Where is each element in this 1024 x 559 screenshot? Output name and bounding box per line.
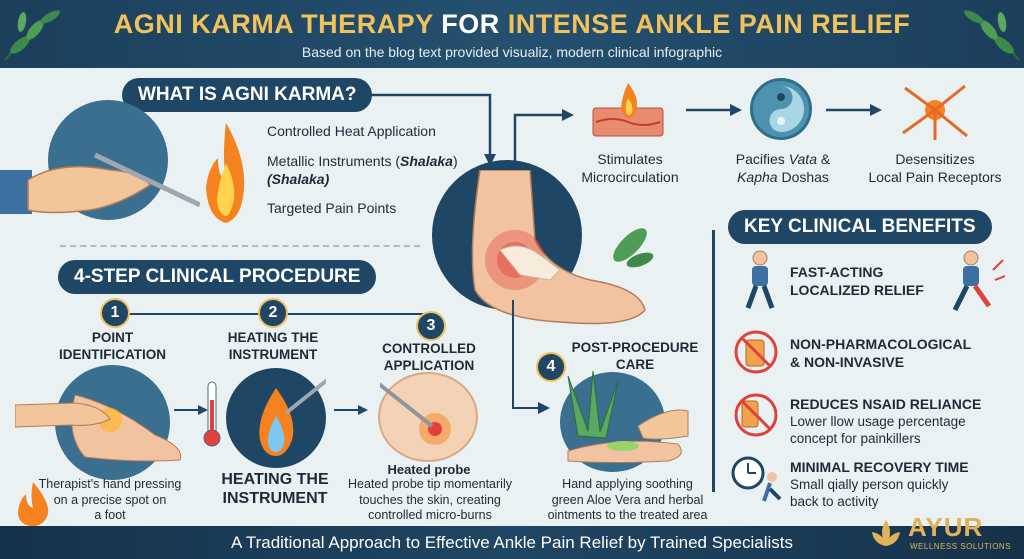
page-subtitle: Based on the blog text provided visualiz… [301, 44, 723, 60]
flame-icon [206, 123, 245, 223]
step-2-illustration [226, 368, 326, 468]
benefit-recovery: MINIMAL RECOVERY TIME Small qially perso… [790, 459, 969, 509]
thermometer-icon [203, 381, 221, 447]
arrow-right-icon [826, 104, 882, 116]
step-number-4: 4 [536, 352, 566, 382]
vata-kapha-icon [750, 78, 812, 140]
benefit-non-pharmacological: NON-PHARMACOLOGICAL& NON-INVASIVE [790, 336, 972, 370]
what-is-item-heat: Controlled Heat Application [267, 123, 436, 139]
step-3-sublabel: Heated probe [387, 462, 471, 477]
benefits-heading: KEY CLINICAL BENEFITS [728, 210, 992, 244]
runner-pain-icon [952, 250, 1005, 312]
connector-arrow-icon [512, 300, 550, 414]
running-person-icon [745, 250, 775, 309]
logo-name: AYUR [908, 512, 984, 542]
step-3-illustration [378, 372, 478, 462]
benefit-nsaid: REDUCES NSAID RELIANCE Lower llow usage … [790, 396, 982, 446]
procedure-heading: 4-STEP CLINICAL PROCEDURE [58, 260, 377, 294]
heated-probe-icon [380, 382, 451, 445]
burner-flame-icon [259, 378, 326, 456]
microcirculation-icon [592, 83, 664, 137]
section-divider [60, 245, 420, 247]
connector-arrow-icon [513, 109, 574, 165]
herb-leaf-icon [613, 228, 654, 268]
step-number-1: 1 [100, 298, 130, 328]
no-medicine-icon [734, 393, 778, 437]
hand-pressing-foot-icon [15, 394, 182, 462]
nerve-receptor-icon [902, 84, 968, 140]
hand-holding-probe-icon [0, 152, 200, 214]
what-is-heading: WHAT IS AGNI KARMA? [122, 78, 373, 112]
step-number-3: 3 [416, 311, 446, 341]
arrow-right-icon [334, 405, 368, 415]
effect-doshas: Pacifies Vata & Kapha Doshas [735, 151, 831, 185]
step-number-2: 2 [258, 298, 288, 328]
arrow-right-icon [174, 405, 208, 415]
header-banner: AGNI KARMA THERAPY FOR INTENSE ANKLE PAI… [0, 0, 1024, 68]
what-is-item-targets: Targeted Pain Points [267, 200, 397, 216]
inflamed-ankle-icon [471, 170, 646, 325]
leaf-decoration-icon [4, 9, 61, 61]
arrow-right-icon [686, 104, 742, 116]
logo-tagline: WELLNESS SOLUTIONS [910, 542, 1012, 551]
lotus-icon [872, 520, 900, 546]
benefits-timeline [712, 230, 715, 492]
clock-runner-icon [731, 456, 782, 502]
connector-arrow-icon [365, 93, 496, 166]
footer-text: A Traditional Approach to Effective Ankl… [231, 533, 793, 552]
what-is-item-instruments: Metallic Instruments (Shalaka) (Shalaka) [267, 153, 458, 187]
brand-logo: AYUR WELLNESS SOLUTIONS [868, 512, 1018, 558]
flame-decoration-icon [18, 482, 49, 526]
page-title: AGNI KARMA THERAPY FOR INTENSE ANKLE PAI… [113, 9, 911, 39]
aloe-vera-application-icon [567, 370, 689, 463]
leaf-decoration-icon [963, 9, 1020, 61]
footer-banner: A Traditional Approach to Effective Ankl… [0, 526, 1024, 559]
no-pills-icon [734, 330, 778, 374]
